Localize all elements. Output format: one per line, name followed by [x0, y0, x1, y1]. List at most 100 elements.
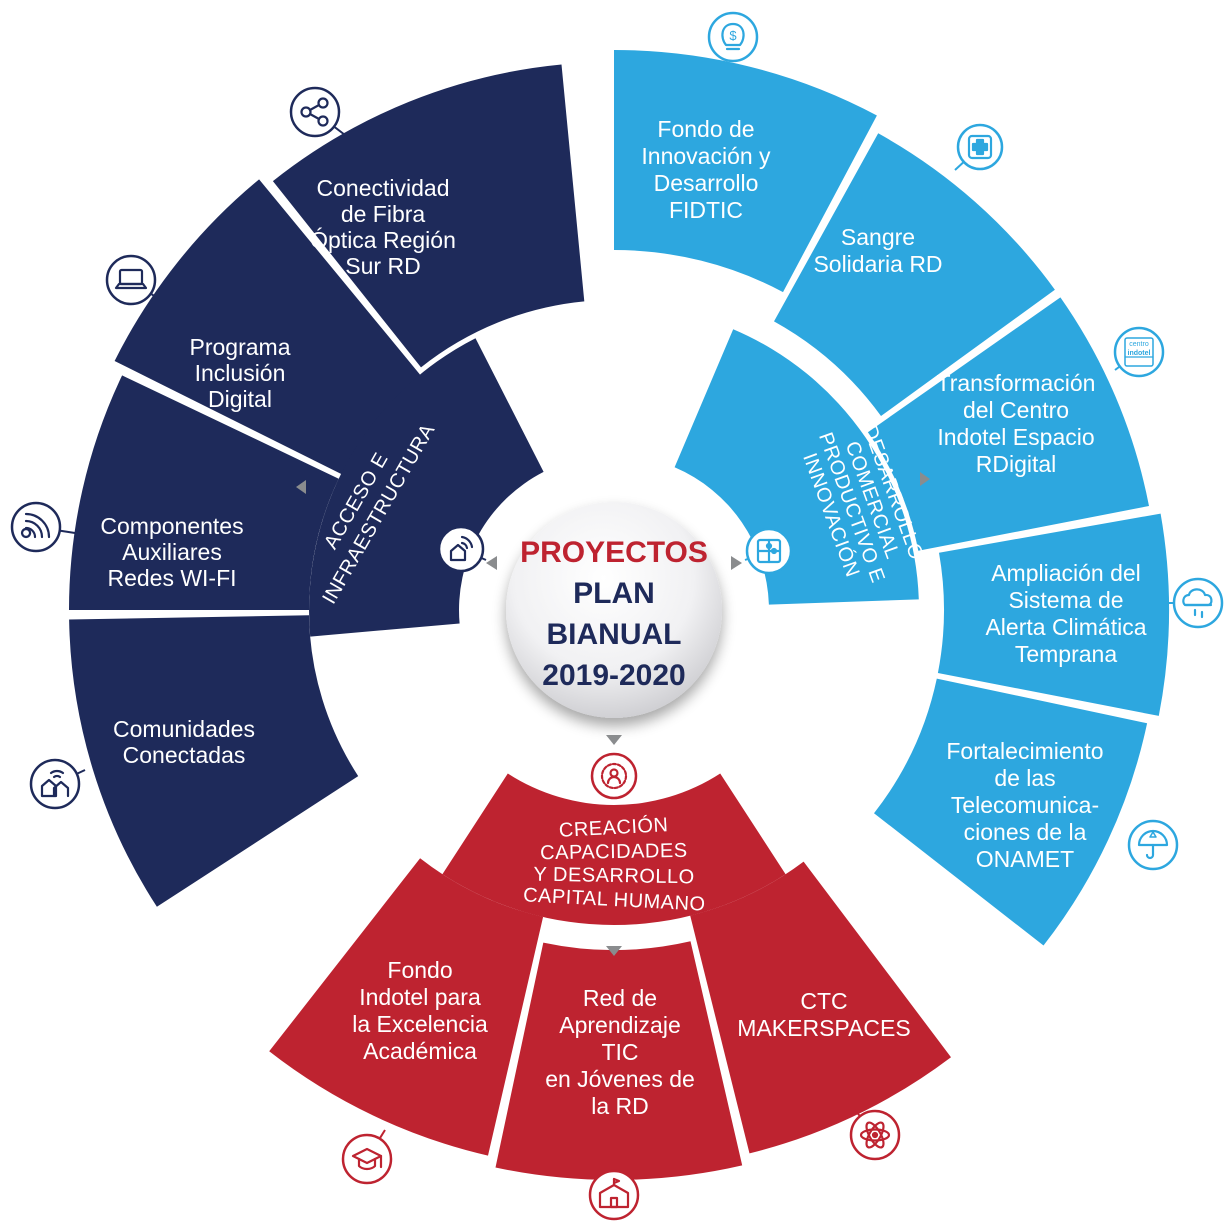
infra-item-2-line1: Programa	[190, 334, 291, 360]
infra-item-1-line1: Conectividad	[317, 175, 450, 201]
wifi-icon	[10, 501, 76, 553]
desarrollo-item-2-label: Sangre Solidaria RD	[813, 224, 942, 277]
desarrollo-item-1-line4: FIDTIC	[669, 197, 743, 223]
infra-item-1-line3: Óptica Región	[310, 227, 456, 253]
capacidades-item-2-line5: la RD	[591, 1093, 649, 1119]
capacidades-category-line3: Y DESARROLLO	[533, 864, 695, 889]
desarrollo-item-3-line2: del Centro	[963, 397, 1069, 423]
infra-item-3-segment	[69, 375, 339, 610]
capacidades-item-1-line1: Fondo	[387, 957, 452, 983]
capacidades-item-3-segment	[690, 861, 951, 1154]
infra-item-2-line2: Inclusión	[195, 360, 286, 386]
desarrollo-item-5-line5: ONAMET	[976, 846, 1074, 872]
desarrollo-item-4-segment	[937, 513, 1170, 716]
infra-item-3-line1: Componentes	[100, 513, 243, 539]
infra-item-4-line2: Conectadas	[123, 742, 246, 768]
desarrollo-item-5-line4: ciones de la	[964, 819, 1087, 845]
infra-item-3-line2: Auxiliares	[122, 539, 222, 565]
desarrollo-item-3-line1: Transformación	[937, 370, 1096, 396]
atom-icon	[849, 1109, 901, 1161]
infra-item-1-label: Conectividad de Fibra Óptica Región Sur …	[310, 175, 456, 279]
medical-cross-icon	[954, 123, 1004, 171]
arrow-down	[606, 735, 622, 745]
desarrollo-item-2-line1: Sangre	[841, 224, 915, 250]
desarrollo-item-1-segment	[614, 49, 877, 293]
center-title-line1: PROYECTOS	[520, 536, 708, 569]
infra-item-2-label: Programa Inclusión Digital	[190, 334, 291, 412]
connector-arrows	[296, 472, 930, 956]
infra-item-2-segment	[114, 179, 424, 477]
infra-item-4-label: Comunidades Conectadas	[113, 716, 255, 768]
connected-houses-icon	[29, 758, 86, 810]
lightbulb-dollar-icon: $	[707, 11, 759, 63]
capacidades-item-1-line2: Indotel para	[359, 984, 481, 1010]
desarrollo-item-5-line2: de las	[994, 765, 1055, 791]
capacidades-item-3-line1: CTC	[800, 988, 847, 1014]
desarrollo-item-1-line2: Innovación y	[641, 143, 771, 169]
capacidades-item-1-label: Fondo Indotel para la Excelencia Académi…	[352, 957, 488, 1064]
center-circle	[506, 502, 722, 718]
people-gear-icon	[590, 752, 638, 800]
capacidades-category-band	[442, 773, 786, 926]
desarrollo-item-1-line1: Fondo de	[657, 116, 754, 142]
centro-indotel-logo-text1: centro	[1129, 341, 1149, 348]
infra-item-1-segment	[272, 64, 585, 368]
capacidades-item-2-label: Red de Aprendizaje TIC en Jóvenes de la …	[545, 985, 695, 1119]
capacidades-item-3-label: CTC MAKERSPACES	[737, 988, 910, 1041]
desarrollo-item-5-label: Fortalecimiento de las Telecomunica- cio…	[946, 738, 1103, 872]
svg-text:$: $	[729, 28, 737, 43]
centro-indotel-logo-text2: indotel	[1128, 350, 1151, 357]
desarrollo-item-3-line3: Indotel Espacio	[937, 424, 1094, 450]
infra-item-3-line3: Redes WI-FI	[107, 565, 236, 591]
capacidades-item-1-line3: la Excelencia	[352, 1011, 488, 1037]
share-network-icon	[289, 86, 346, 138]
infra-item-1-line2: de Fibra	[341, 201, 426, 227]
outer-segments	[69, 49, 1170, 1180]
desarrollo-item-5-line3: Telecomunica-	[951, 792, 1099, 818]
capacidades-item-2-segment	[495, 941, 743, 1180]
wireless-house-icon	[437, 525, 487, 573]
text-labels: Conectividad de Fibra Óptica Región Sur …	[100, 116, 1150, 1119]
puzzle-icon	[744, 527, 793, 575]
arrow-infra-items	[296, 480, 306, 494]
infra-item-4-line1: Comunidades	[113, 716, 255, 742]
center-title-line2: PLAN	[573, 577, 655, 610]
desarrollo-item-2-segment	[774, 133, 1055, 417]
desarrollo-item-5-segment	[874, 678, 1148, 946]
category-bands	[309, 329, 919, 926]
center-title-line3: BIANUAL	[547, 618, 682, 651]
desarrollo-item-4-line1: Ampliación del	[991, 560, 1141, 586]
desarrollo-item-5-line1: Fortalecimiento	[946, 738, 1103, 764]
capacidades-item-2-line1: Red de	[583, 985, 657, 1011]
infra-category-band	[309, 338, 544, 637]
arrow-left	[486, 556, 497, 570]
umbrella-warning-icon	[1127, 819, 1179, 871]
desarrollo-item-1-label: Fondo de Innovación y Desarrollo FIDTIC	[641, 116, 771, 223]
graduation-cap-icon	[341, 1129, 393, 1185]
capacidades-item-1-segment	[269, 858, 544, 1156]
capacidades-item-2-line2: Aprendizaje	[559, 1012, 680, 1038]
desarrollo-item-4-line3: Alerta Climática	[985, 614, 1146, 640]
capacidades-category-line2: CAPACIDADES	[540, 840, 688, 865]
infra-item-3-label: Componentes Auxiliares Redes WI-FI	[100, 513, 243, 591]
capacidades-item-2-line4: en Jóvenes de	[545, 1066, 695, 1092]
cloud-rain-icon	[1165, 577, 1224, 629]
centro-indotel-logo	[1113, 326, 1165, 378]
desarrollo-item-4-line4: Temprana	[1015, 641, 1117, 667]
infra-item-1-line4: Sur RD	[345, 253, 420, 279]
desarrollo-item-2-line2: Solidaria RD	[813, 251, 942, 277]
desarrollo-item-4-label: Ampliación del Sistema de Alerta Climáti…	[985, 560, 1146, 667]
center-title-line4: 2019-2020	[542, 659, 685, 692]
school-building-icon	[588, 1168, 640, 1221]
desarrollo-item-4-line2: Sistema de	[1008, 587, 1123, 613]
capacidades-item-3-line2: MAKERSPACES	[737, 1015, 910, 1041]
infra-item-4-segment	[69, 615, 359, 907]
desarrollo-category-band	[674, 329, 919, 605]
capacidades-item-2-line3: TIC	[601, 1039, 638, 1065]
arrow-desarrollo-items	[920, 472, 930, 486]
arrow-down-items	[606, 946, 622, 956]
desarrollo-item-3-line4: RDigital	[976, 451, 1057, 477]
infra-item-2-line3: Digital	[208, 386, 272, 412]
